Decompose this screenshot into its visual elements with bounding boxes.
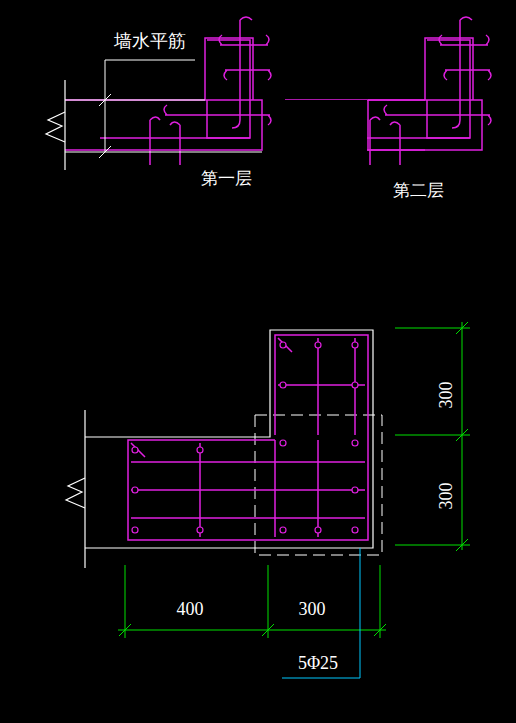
layer-label: 第一层 [201, 170, 252, 189]
dimension-text: 300 [436, 482, 456, 509]
second-layer-detail [285, 17, 491, 165]
rebar-note: 墙水平筋 [114, 32, 186, 52]
dimension-text: 300 [299, 600, 326, 620]
plan-section [66, 330, 382, 568]
dimension-text: 300 [436, 381, 456, 408]
layer-label: 第二层 [393, 182, 444, 201]
rebar-callout: 5Φ25 [298, 654, 338, 674]
first-layer-detail [46, 17, 271, 170]
dimension-lines [118, 322, 470, 638]
leader-line [282, 548, 360, 678]
dimension-text: 400 [177, 600, 204, 620]
